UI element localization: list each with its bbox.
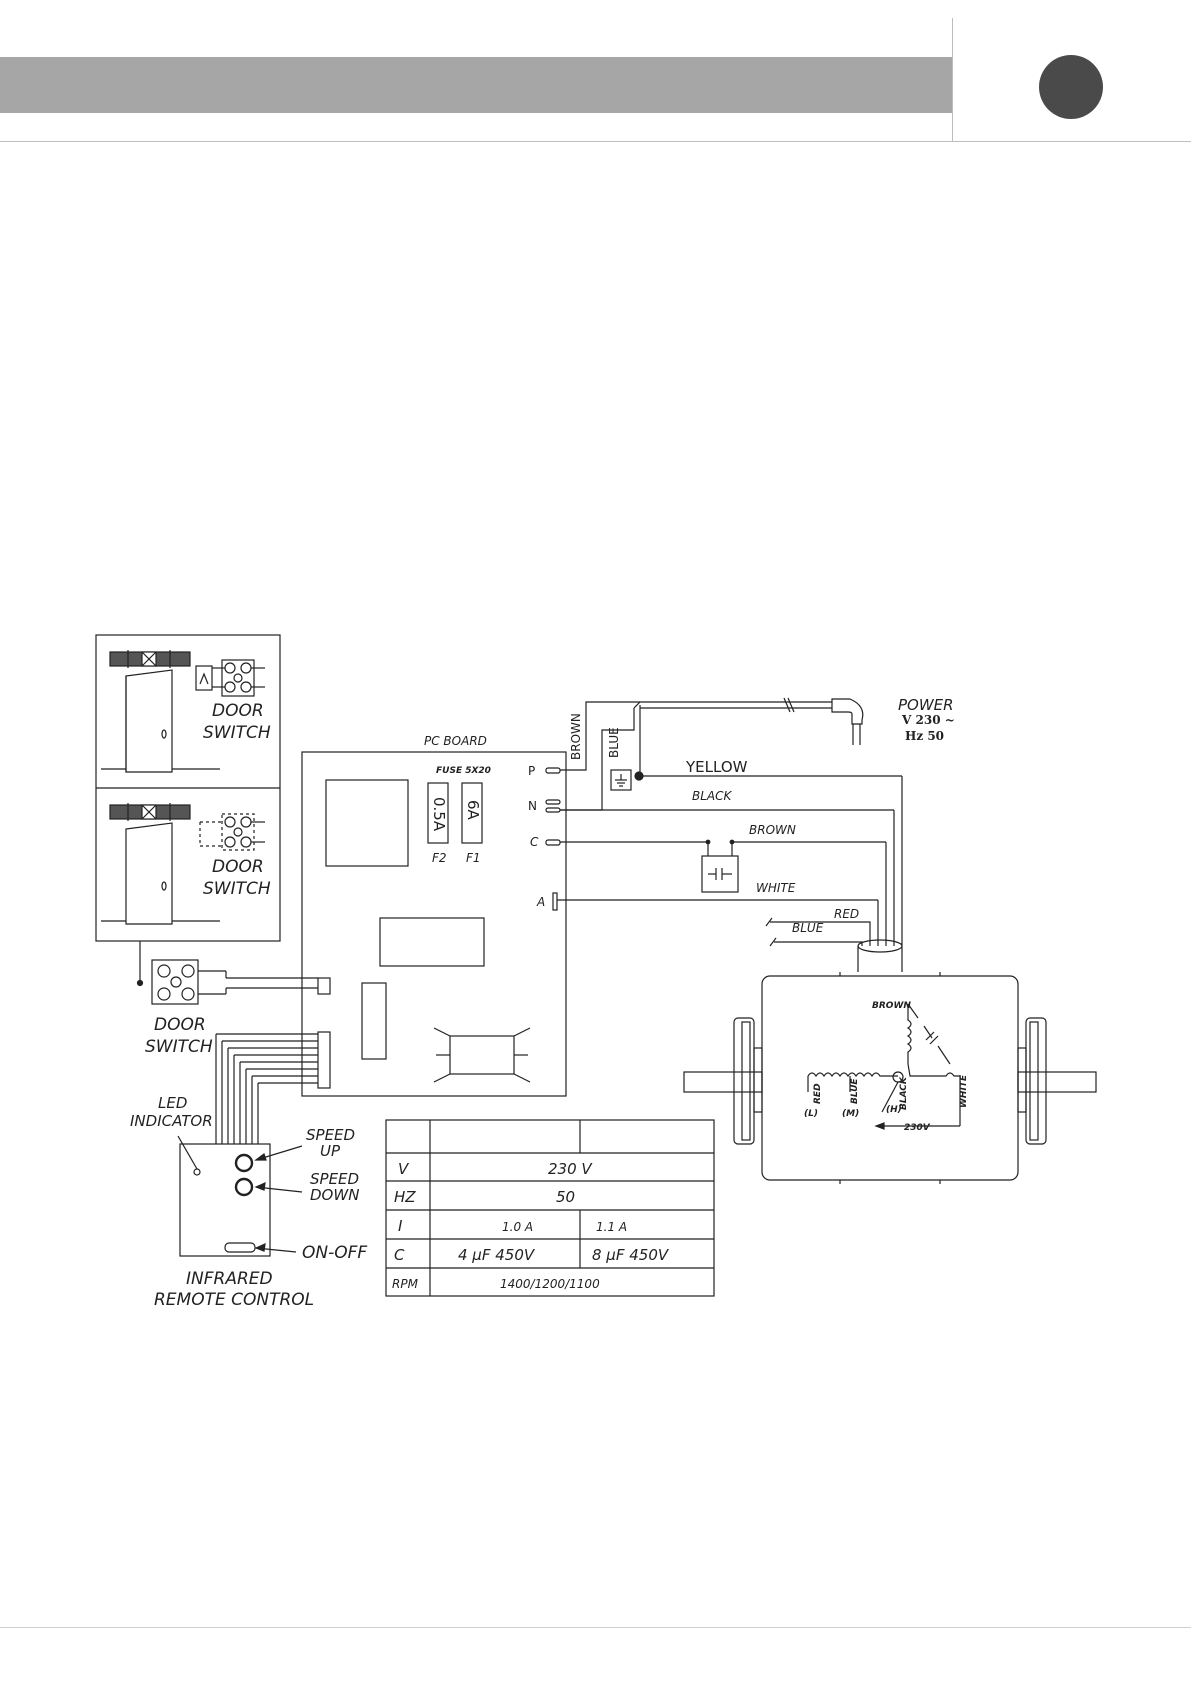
spec-row-c-value-a: 4 μF 450V bbox=[458, 1246, 536, 1264]
wire-black-label: BLACK bbox=[692, 789, 733, 803]
motor-l: (L) bbox=[804, 1109, 818, 1119]
motor-wires bbox=[557, 809, 903, 972]
motor bbox=[683, 972, 1097, 1184]
motor-h: (H) bbox=[886, 1105, 902, 1115]
header-rule bbox=[0, 141, 1191, 142]
wire-white-label: WHITE bbox=[756, 881, 796, 895]
header-band bbox=[0, 57, 952, 113]
terminal-c: C bbox=[530, 835, 539, 849]
terminal-n: N bbox=[528, 799, 537, 813]
remote-line1: INFRARED bbox=[186, 1269, 273, 1289]
wire-blue-label: BLUE bbox=[792, 921, 824, 935]
door-switch-bottom-line1: DOOR bbox=[154, 1015, 206, 1035]
wire-brown-vertical: BROWN bbox=[569, 713, 583, 760]
wire-red-label: RED bbox=[834, 907, 859, 921]
motor-black: BLACK bbox=[899, 1076, 909, 1110]
terminal-a: A bbox=[536, 895, 545, 909]
page-number-circle bbox=[1039, 55, 1103, 119]
remote-line2: REMOTE CONTROL bbox=[154, 1290, 314, 1310]
door-switch-mid-line2: SWITCH bbox=[203, 879, 271, 899]
spec-row-rpm-label: RPM bbox=[392, 1277, 419, 1291]
spec-row-hz-value: 50 bbox=[556, 1188, 575, 1206]
door-switch-block bbox=[151, 959, 318, 1005]
motor-red: RED bbox=[813, 1083, 823, 1104]
spec-row-i-value-b: 1.1 A bbox=[596, 1220, 627, 1234]
motor-blue: BLUE bbox=[850, 1078, 860, 1104]
footer-rule bbox=[0, 1627, 1191, 1628]
fuse-label: FUSE 5X20 bbox=[436, 766, 491, 776]
wire-yellow-label: YELLOW bbox=[685, 758, 748, 776]
terminal-p: P bbox=[528, 764, 535, 778]
spec-row-c-value-b: 8 μF 450V bbox=[592, 1246, 670, 1264]
door-switch-mid-line1: DOOR bbox=[212, 857, 264, 877]
remote-control bbox=[177, 1135, 303, 1257]
door-switch-panel: DOOR SWITCH DOOR SWITCH bbox=[95, 634, 281, 942]
power-label: POWER bbox=[898, 696, 954, 714]
door-top-graphic bbox=[101, 650, 265, 773]
on-off-label: ON-OFF bbox=[302, 1243, 367, 1263]
motor-m: (M) bbox=[842, 1109, 859, 1119]
spec-table bbox=[385, 1119, 715, 1297]
door-switch-bottom-line2: SWITCH bbox=[145, 1037, 213, 1057]
speed-up-line1: SPEED bbox=[306, 1126, 355, 1144]
spec-row-v-value: 230 V bbox=[548, 1160, 593, 1178]
fuse-f2-value: 0.5A bbox=[430, 797, 448, 832]
spec-row-i-label: I bbox=[398, 1217, 403, 1235]
pc-board-label: PC BOARD bbox=[424, 734, 487, 748]
speed-down-line2: DOWN bbox=[310, 1186, 359, 1204]
led-indicator-line1: LED bbox=[158, 1094, 187, 1112]
pc-board bbox=[301, 751, 567, 1097]
spec-row-hz-label: HZ bbox=[394, 1188, 416, 1206]
spec-row-c-label: C bbox=[394, 1246, 405, 1264]
door-switch-top-line2: SWITCH bbox=[203, 723, 271, 743]
led-indicator-line2: INDICATOR bbox=[130, 1112, 213, 1130]
spec-row-i-value-a: 1.0 A bbox=[502, 1220, 533, 1234]
wire-blue-vertical: BLUE bbox=[607, 727, 621, 758]
power-voltage: V 230 ~ bbox=[901, 713, 955, 727]
speed-down-line1: SPEED bbox=[310, 1170, 359, 1188]
motor-voltage: 230V bbox=[904, 1123, 931, 1133]
spec-row-v-label: V bbox=[398, 1160, 410, 1178]
power-frequency: Hz 50 bbox=[905, 729, 944, 743]
motor-brown: BROWN bbox=[872, 1001, 911, 1011]
header-divider bbox=[952, 18, 953, 142]
door-mid-graphic bbox=[101, 803, 265, 925]
wire-brown-label: BROWN bbox=[749, 823, 796, 837]
fuse-f2-name: F2 bbox=[432, 851, 447, 865]
remote-harness bbox=[215, 1033, 318, 1144]
fuse-f1-value: 6A bbox=[464, 800, 482, 821]
spec-row-rpm-value: 1400/1200/1100 bbox=[500, 1277, 600, 1291]
motor-white: WHITE bbox=[959, 1074, 969, 1108]
speed-up-line2: UP bbox=[320, 1142, 341, 1160]
fuse-f1-name: F1 bbox=[466, 851, 481, 865]
door-switch-top-line1: DOOR bbox=[212, 701, 264, 721]
